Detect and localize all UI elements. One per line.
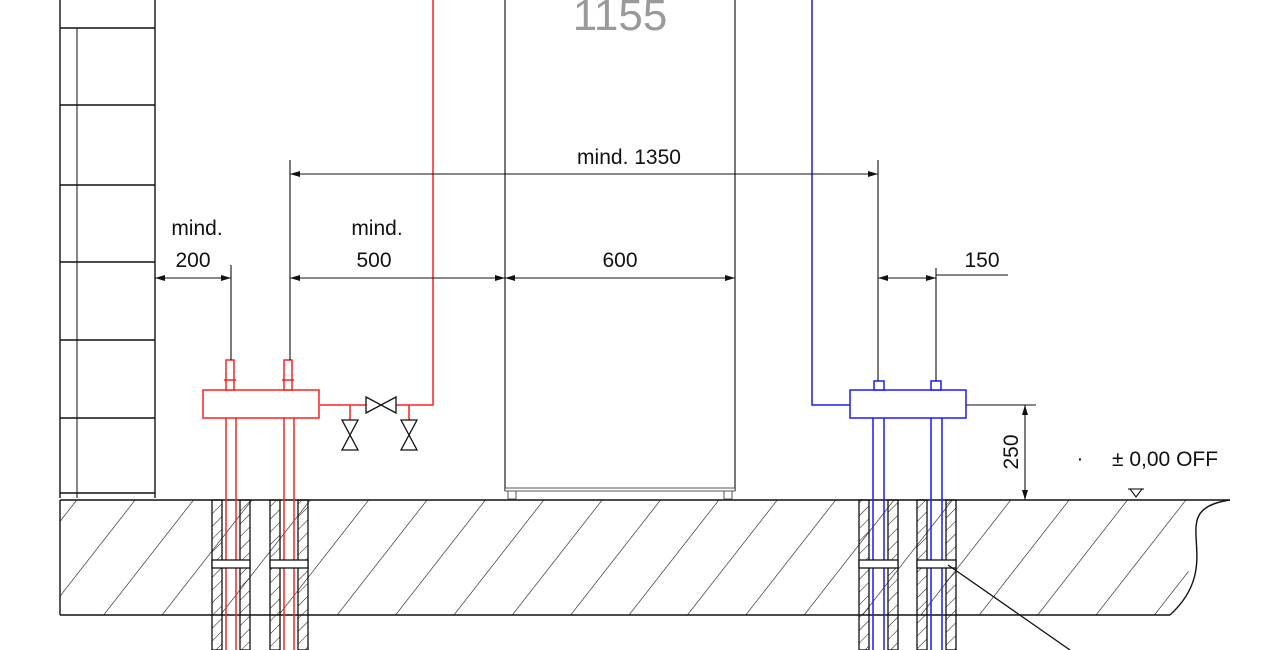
hot-water-piping (202, 0, 434, 650)
wall-min-prefix: mind. (171, 217, 222, 240)
drain-valve-right-icon (399, 419, 419, 451)
heat-pump-unit: 1155 (504, 0, 736, 500)
inline-valve-icon (365, 395, 397, 415)
pipe-sleeves (211, 499, 1071, 650)
blue-spacing-label: 150 (964, 249, 999, 272)
total-min-label: mind. 1350 (577, 146, 681, 169)
valve-group (340, 395, 419, 451)
level-label: ± 0,00 OFF (1112, 448, 1218, 471)
brick-wall (59, 0, 156, 498)
unit-width-label: 600 (602, 249, 637, 272)
cold-water-piping (811, 0, 967, 650)
level-marker-icon (1128, 488, 1144, 498)
unit-height-label: 1155 (573, 0, 668, 40)
header-height-label: 250 (1000, 434, 1023, 469)
pipe-min-prefix: mind. (351, 217, 402, 240)
level-dot: · (1077, 448, 1084, 470)
drain-valve-left-icon (340, 419, 360, 451)
dimension-lines (155, 160, 1036, 500)
wall-min-value: 200 (175, 249, 210, 272)
pipe-min-value: 500 (356, 249, 391, 272)
